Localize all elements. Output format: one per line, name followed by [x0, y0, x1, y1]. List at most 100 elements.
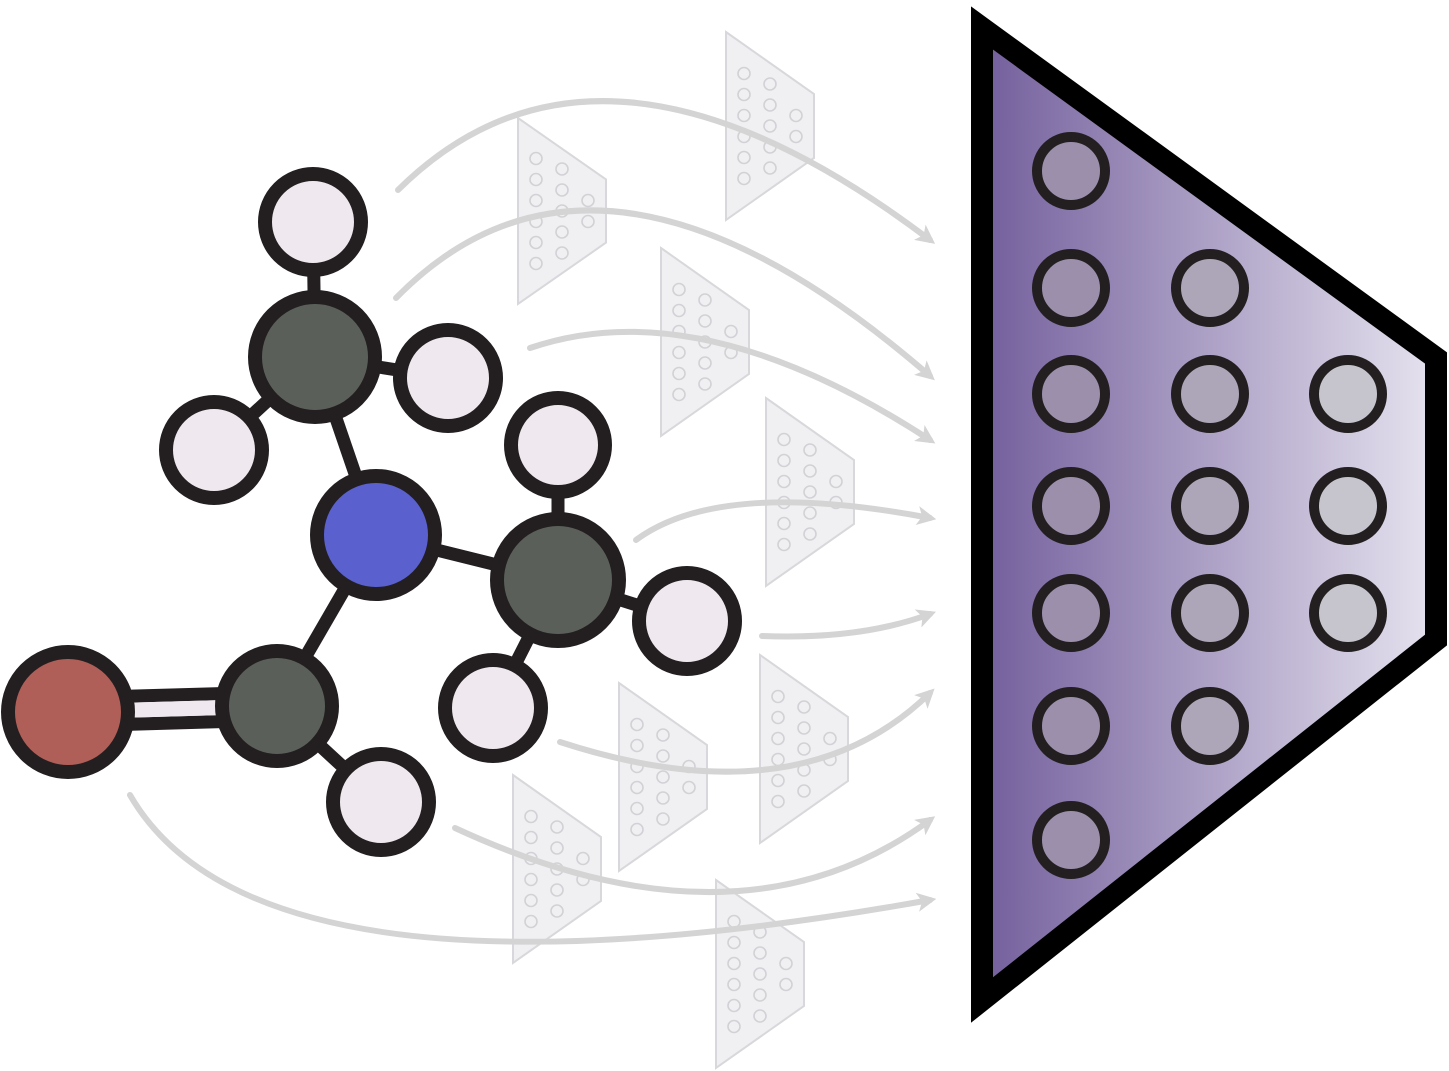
- ghost-node: [777, 474, 791, 489]
- ghost-node: [555, 162, 569, 176]
- ghost-node: [803, 485, 817, 499]
- hydrogen-atom: [632, 566, 742, 676]
- neural-network: [971, 6, 1447, 1023]
- ghost-node: [698, 377, 712, 391]
- carbon-atom: [248, 290, 382, 424]
- ghost-node: [529, 256, 543, 271]
- ghost-node: [763, 77, 777, 91]
- ghost-node: [829, 474, 843, 489]
- ghost-node: [656, 749, 670, 763]
- ghost-node: [682, 780, 696, 795]
- ghost-node: [672, 366, 686, 381]
- ghost-network-shape: [618, 681, 708, 873]
- network-node-layer1: [1032, 355, 1110, 433]
- ghost-node: [630, 717, 644, 732]
- ghost-node: [803, 527, 817, 541]
- ghost-node: [753, 988, 767, 1002]
- oxygen-atom: [1, 645, 135, 779]
- ghost-node: [753, 1009, 767, 1023]
- ghost-node: [581, 214, 595, 229]
- ghost-node: [529, 193, 543, 208]
- ghost-node: [672, 387, 686, 402]
- ghost-node: [737, 150, 751, 165]
- ghost-node: [529, 172, 543, 187]
- ghost-network-shape: [765, 396, 855, 588]
- network-node-layer2: [1171, 574, 1249, 652]
- ghost-node: [771, 689, 785, 704]
- molecule: [1, 167, 742, 857]
- network-node-layer1: [1032, 687, 1110, 765]
- ghost-node: [550, 841, 564, 855]
- carbon-atom: [215, 644, 339, 768]
- ghost-node: [803, 506, 817, 520]
- ghost-node: [630, 738, 644, 753]
- ghost-node: [771, 773, 785, 788]
- ghost-node: [550, 904, 564, 918]
- ghost-node: [789, 108, 803, 123]
- network-node-layer3: [1309, 467, 1387, 545]
- carbon-atom: [490, 512, 626, 648]
- ghost-node: [763, 98, 777, 112]
- flow-arrow-3: [527, 328, 936, 444]
- ghost-node: [576, 851, 590, 866]
- flow-arrow-8: [127, 792, 937, 945]
- ghost-node: [779, 977, 793, 992]
- ghost-node: [763, 119, 777, 133]
- ghost-node: [763, 161, 777, 175]
- ghost-node: [777, 432, 791, 447]
- network-node-layer1: [1032, 249, 1110, 327]
- ghost-node: [698, 356, 712, 370]
- network-node-layer2: [1171, 467, 1249, 545]
- ghost-node: [779, 956, 793, 971]
- ghost-node: [797, 742, 811, 756]
- ghost-node: [656, 812, 670, 826]
- ghost-node: [630, 801, 644, 816]
- flow-arrow-4: [633, 499, 937, 543]
- ghost-node: [753, 946, 767, 960]
- ghost-network-shape: [759, 653, 849, 845]
- ghost-network-8: [715, 878, 805, 1070]
- hydrogen-atom: [258, 167, 368, 277]
- network-node-layer3: [1309, 355, 1387, 433]
- ghost-node: [529, 235, 543, 250]
- molecule-atoms: [1, 167, 742, 857]
- ghost-network-6: [618, 681, 708, 873]
- ghost-network-5: [759, 653, 849, 845]
- ghost-node: [656, 791, 670, 805]
- ghost-node: [803, 464, 817, 478]
- flow-arrow-5: [759, 609, 937, 640]
- ghost-node: [555, 183, 569, 197]
- ghost-node: [550, 883, 564, 897]
- network-node-layer2: [1171, 687, 1249, 765]
- ghost-node: [630, 822, 644, 837]
- ghost-node: [797, 700, 811, 714]
- ghost-node: [698, 314, 712, 328]
- ghost-node: [803, 443, 817, 457]
- ghost-node: [737, 87, 751, 102]
- ghost-node: [727, 956, 741, 971]
- flow-arrow-6: [557, 688, 935, 775]
- ghost-node: [672, 345, 686, 360]
- ghost-network-shape: [715, 878, 805, 1070]
- ghost-node: [672, 282, 686, 297]
- ghost-node: [524, 830, 538, 845]
- hydrogen-atom: [159, 395, 269, 505]
- ghost-node: [727, 998, 741, 1013]
- ghost-network-4: [765, 396, 855, 588]
- hydrogen-atom: [504, 391, 612, 499]
- network-node-layer1: [1032, 467, 1110, 545]
- ghost-node: [797, 784, 811, 798]
- ghost-node: [777, 537, 791, 552]
- ghost-node: [524, 893, 538, 908]
- ghost-node: [771, 794, 785, 809]
- network-node-layer3: [1309, 574, 1387, 652]
- network-node-layer1: [1032, 801, 1110, 879]
- ghost-node: [771, 731, 785, 746]
- hydrogen-atom: [438, 653, 548, 763]
- ghost-node: [737, 66, 751, 81]
- ghost-node: [777, 516, 791, 531]
- ghost-network-shape: [725, 30, 815, 222]
- hydrogen-atom: [393, 323, 503, 433]
